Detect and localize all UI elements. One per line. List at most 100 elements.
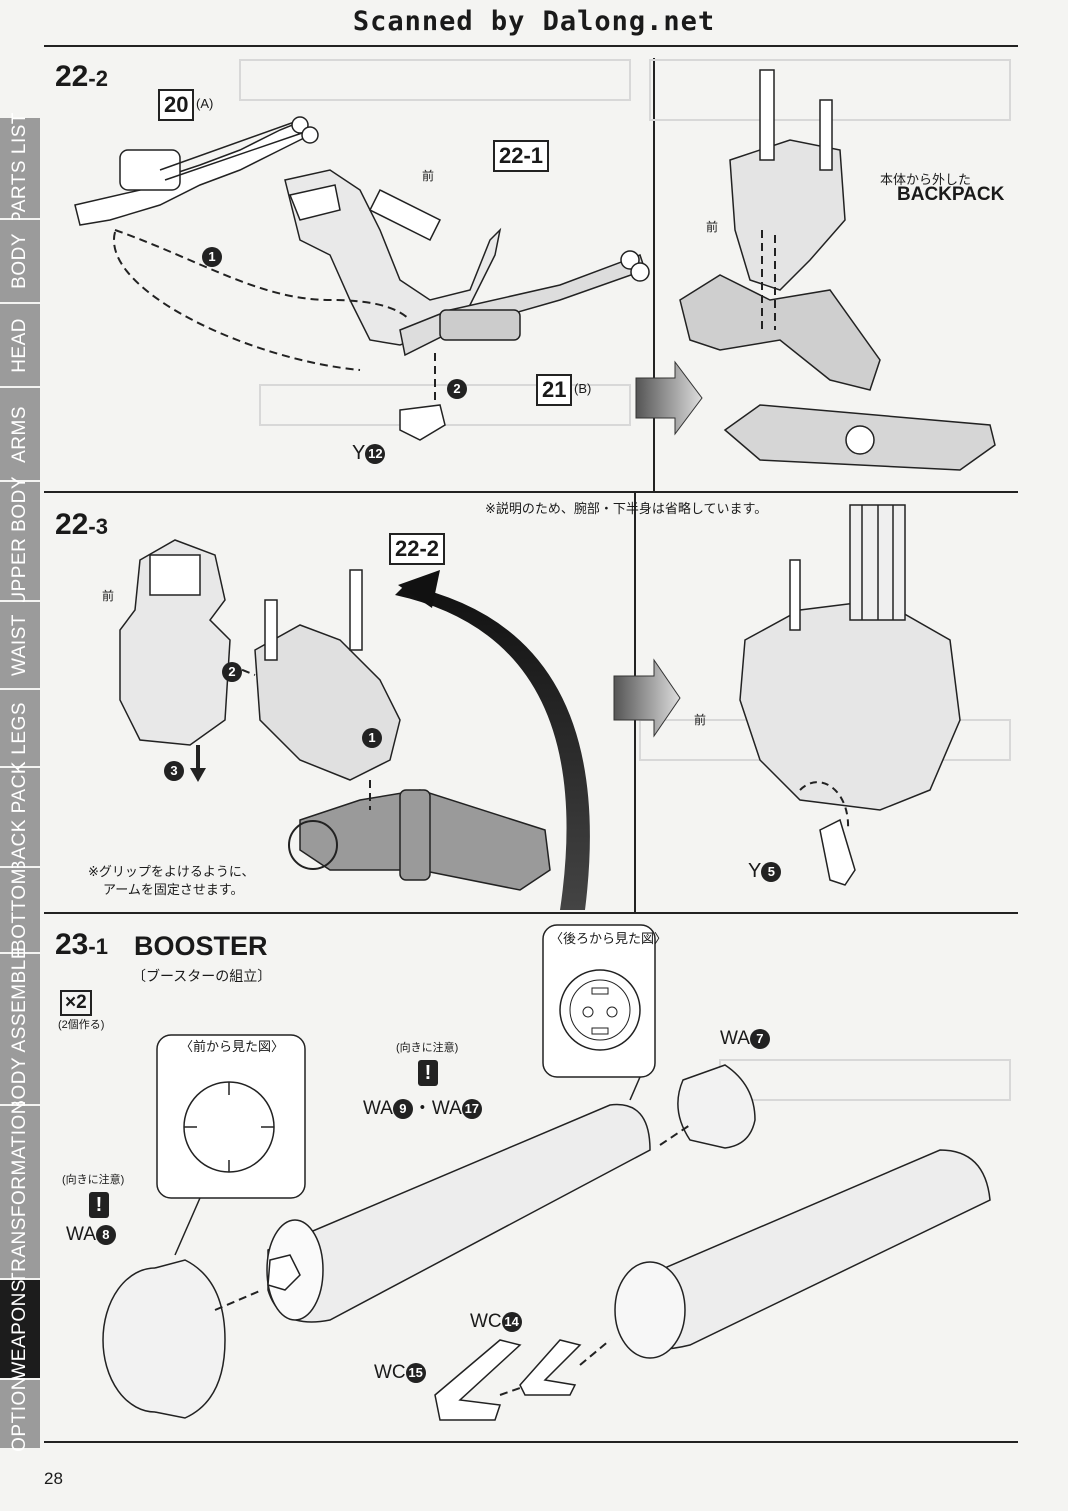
warning-icon: ! — [89, 1192, 109, 1218]
part-y12-shape — [399, 404, 446, 441]
badge: 1 — [202, 247, 222, 268]
beam-gatling-mounted — [299, 789, 551, 891]
step-main: 22 — [55, 508, 89, 541]
tab-arms[interactable]: ARMS — [0, 388, 40, 482]
grip-note-line2: アームを固定させます。 — [103, 882, 244, 897]
quantity-badge: ×2 — [60, 990, 92, 1016]
step-main: 23 — [55, 928, 89, 961]
omission-note: ※説明のため、腕部・下半身は省略しています。 — [485, 501, 768, 516]
step-badge-1: 1 — [202, 246, 222, 268]
step-sub: -1 — [88, 934, 108, 959]
part-letter: WA — [66, 1224, 96, 1245]
backpack-note-jp: 本体から外した — [880, 172, 972, 187]
bottom-rule — [44, 1441, 1018, 1443]
step-main: 22 — [55, 60, 89, 93]
part-letter: ・WA — [412, 1098, 462, 1119]
booster-cap-rear — [677, 1064, 756, 1149]
booster-cylinder-left — [266, 1103, 651, 1323]
back-view-diagram — [542, 924, 656, 1101]
tab-legs[interactable]: LEGS — [0, 690, 40, 768]
scan-watermark: Scanned by Dalong.net — [352, 6, 716, 37]
dashed-guides-23-1 — [214, 1124, 691, 1396]
front-view-label: 〈前から見た図〉 — [180, 1039, 285, 1054]
tab-body-assemble[interactable]: BODY ASSEMBLE — [0, 946, 40, 1112]
tab-waist[interactable]: WAIST — [0, 602, 40, 690]
quantity-note: (2個作る) — [58, 1019, 105, 1031]
tab-parts-list[interactable]: PARTS LIST — [0, 112, 40, 224]
tab-head[interactable]: HEAD — [0, 304, 40, 388]
backpack-removed — [729, 69, 846, 291]
step-22-3-number: 22-3 — [55, 508, 108, 542]
part-letter: Y — [748, 860, 762, 882]
upper-body-torso — [119, 539, 231, 746]
tab-weapons[interactable]: WEAPONS — [0, 1279, 40, 1380]
badge: 14 — [501, 1311, 522, 1332]
tab-transformation[interactable]: TRANSFORMATION — [0, 1100, 40, 1284]
backpack-assembly-22-1 — [284, 169, 502, 346]
section-divider-1 — [44, 491, 1018, 493]
tab-bottom[interactable]: BOTTOM — [0, 868, 40, 954]
step-sub: -3 — [88, 514, 108, 539]
step-badge-1b: 1 — [362, 727, 382, 749]
grip-highlight-circle — [288, 820, 338, 870]
front-view-diagram — [156, 1034, 306, 1256]
part-letter: WA — [720, 1028, 750, 1049]
step-badge-3: 3 — [164, 760, 184, 782]
booster-cap-front — [102, 1259, 226, 1419]
booster-subtitle: 〔ブースターの組立〕 — [132, 968, 272, 984]
badge: 1 — [362, 728, 382, 749]
section-sidebar: PARTS LIST BODY HEAD ARMS UPPER BODY WAI… — [0, 112, 40, 1452]
move-arrow-3-head — [190, 768, 206, 782]
ref-22-2-box: 22-2 — [389, 533, 446, 565]
step-23-1-number: 23-1 — [55, 928, 108, 962]
booster-cylinder-right — [614, 1149, 991, 1359]
backpack-front-label: 前 — [706, 220, 719, 234]
caution-wa8: (向きに注意) — [62, 1174, 125, 1186]
torso-front-label: 前 — [102, 589, 115, 603]
step-badge-2: 2 — [447, 378, 467, 400]
step-22-2-number: 22-2 — [55, 60, 108, 94]
part-y5-shape — [819, 818, 856, 886]
tab-upper-body[interactable]: UPPER BODY — [0, 476, 40, 606]
booster-clamp-parts — [434, 1339, 582, 1421]
part-20-box: 20 — [158, 89, 195, 121]
tab-body[interactable]: BODY — [0, 220, 40, 304]
step-arrow-22-2 — [635, 360, 703, 436]
front-label: 前 — [422, 169, 435, 183]
panel-divider-22-2 — [653, 58, 655, 491]
badge: 2 — [222, 662, 242, 683]
step-sub: -2 — [88, 66, 108, 91]
caution-wa9: (向きに注意) — [396, 1042, 459, 1054]
badge: 8 — [95, 1224, 116, 1245]
dashed-guides-backpack — [761, 230, 776, 330]
booster-title: BOOSTER — [134, 931, 268, 961]
grip-note-line1: ※グリップをよけるように、 — [88, 864, 255, 879]
ref-22-1-box: 22-1 — [493, 140, 550, 172]
completed-front-label: 前 — [694, 713, 707, 727]
badge: 5 — [761, 861, 782, 882]
rotation-arrowhead — [398, 570, 440, 608]
section-divider-2 — [44, 912, 1018, 914]
part-20-suffix: (A) — [196, 96, 214, 111]
tab-option[interactable]: OPTION — [0, 1376, 40, 1452]
back-view-label: 〈後ろから見た図〉 — [550, 931, 668, 946]
badge: 7 — [749, 1028, 770, 1049]
badge: 15 — [405, 1362, 426, 1383]
top-rule — [44, 45, 1018, 47]
dashed-guides-22-2 — [112, 229, 436, 400]
page-number: 28 — [44, 1469, 63, 1488]
part-letter: WC — [374, 1362, 406, 1383]
rotation-arrow-22-3 — [395, 585, 590, 910]
backpack-gatling-set — [679, 274, 996, 471]
gatling-part-20 — [74, 116, 319, 226]
tab-back-pack[interactable]: BACK PACK — [0, 761, 40, 873]
part-21-suffix: (B) — [574, 381, 592, 396]
part-letter: WC — [470, 1311, 502, 1332]
backpack-note-en: BACKPACK — [897, 184, 1005, 205]
